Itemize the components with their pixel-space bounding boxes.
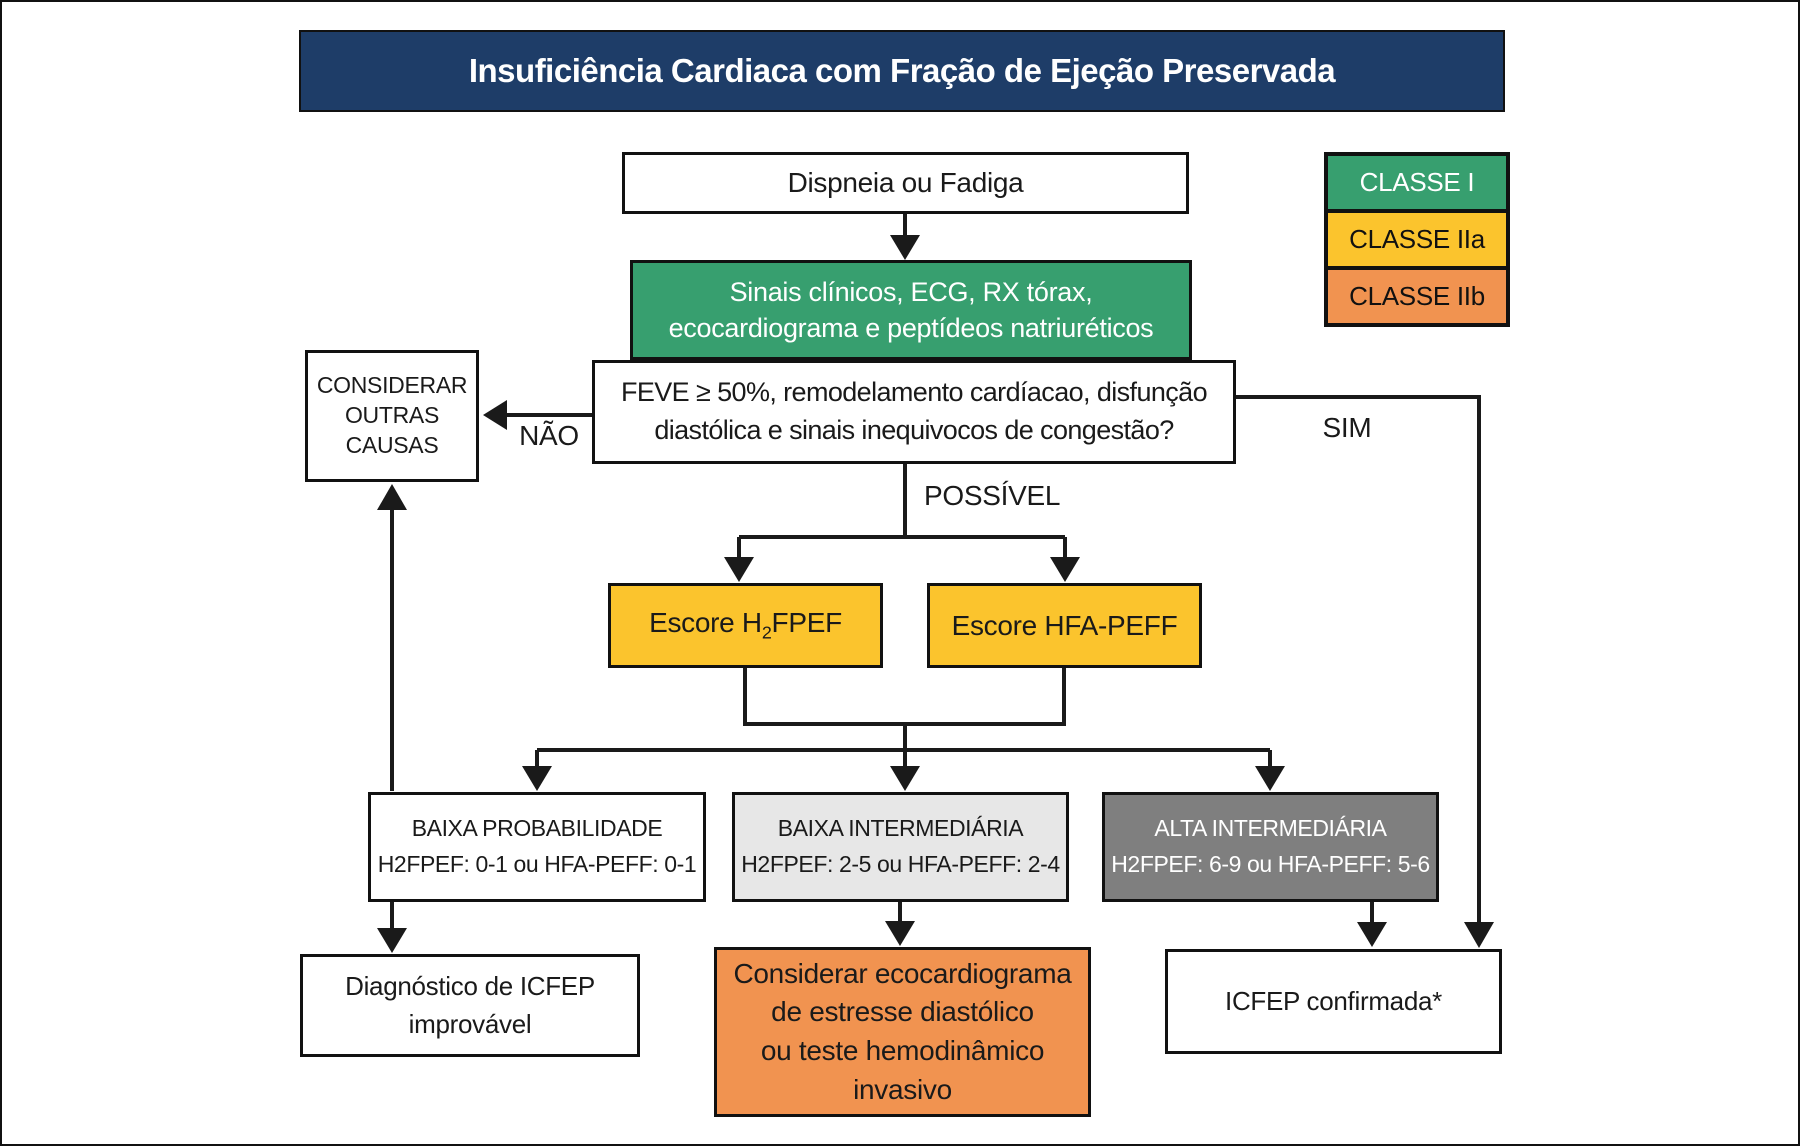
line-scores-merge-split	[535, 668, 1272, 767]
node-diagnostico-improvavel: Diagnóstico de ICFEP improvável	[300, 954, 640, 1057]
arrowhead-down-escore-h2fpef	[724, 557, 754, 582]
node-baixa-intermediaria: BAIXA INTERMEDIÁRIA H2FPEF: 2-5 ou HFA-P…	[732, 792, 1069, 902]
node-eco-line4: invasivo	[853, 1073, 952, 1105]
edge-label-possivel: POSSÍVEL	[924, 480, 1061, 511]
node-baixa-prob-line1: BAIXA PROBABILIDADE	[411, 815, 663, 842]
arrowhead-down-alta-inter	[1255, 766, 1285, 791]
node-baixa-inter-line2: H2FPEF: 2-5 ou HFA-PEFF: 2-4	[741, 851, 1060, 877]
legend-classe-i-label: CLASSE I	[1359, 167, 1475, 197]
legend-classe-iia-label: CLASSE IIa	[1349, 224, 1485, 254]
legend-classe-iib-label: CLASSE IIb	[1349, 281, 1485, 311]
legend-classe-iia: CLASSE IIa	[1328, 213, 1506, 266]
node-sinais-clinicos: Sinais clínicos, ECG, RX tórax, ecocardi…	[630, 260, 1192, 360]
edge-label-nao: NÃO	[519, 420, 579, 451]
node-considerar-line3: CAUSAS	[345, 431, 439, 458]
node-alta-inter-line2: H2FPEF: 6-9 ou HFA-PEFF: 5-6	[1111, 851, 1430, 877]
node-sinais-line1: Sinais clínicos, ECG, RX tórax,	[729, 276, 1093, 307]
node-escore-h2fpef: Escore H2FPEF	[608, 583, 883, 668]
page-title-text: Insuficiência Cardiaca com Fração de Eje…	[468, 52, 1336, 89]
node-feve-line1: FEVE ≥ 50%, remodelamento cardíacao, dis…	[620, 377, 1208, 408]
node-diagnostico-line1: Diagnóstico de ICFEP	[345, 970, 595, 1001]
node-feve-decision: FEVE ≥ 50%, remodelamento cardíacao, dis…	[592, 360, 1236, 464]
arrowhead-down-sinais	[890, 235, 920, 260]
node-sinais-line2: ecocardiograma e peptídeos natriuréticos	[668, 313, 1154, 343]
node-considerar-line2: OUTRAS	[344, 402, 440, 429]
node-dispneia-label: Dispneia ou Fadiga	[787, 167, 1024, 198]
node-eco-line1: Considerar ecocardiograma	[733, 957, 1072, 989]
arrowhead-down-baixa-inter	[890, 766, 920, 791]
node-baixa-inter-line1: BAIXA INTERMEDIÁRIA	[777, 815, 1024, 842]
node-feve-line2: diastólica e sinais inequivocos de conge…	[654, 415, 1174, 445]
node-dispneia-ou-fadiga: Dispneia ou Fadiga	[622, 152, 1189, 214]
node-icfep-label: ICFEP confirmada*	[1225, 986, 1442, 1016]
edge-label-sim: SIM	[1322, 412, 1372, 443]
node-considerar-ecocardiograma: Considerar ecocardiograma de estresse di…	[714, 947, 1091, 1117]
node-eco-line2: de estresse diastólico	[771, 996, 1034, 1028]
node-diagnostico-line2: improvável	[408, 1008, 532, 1039]
node-alta-inter-line1: ALTA INTERMEDIÁRIA	[1154, 815, 1387, 842]
arrowhead-down-eco	[885, 921, 915, 946]
node-baixa-probabilidade: BAIXA PROBABILIDADE H2FPEF: 0-1 ou HFA-P…	[368, 792, 706, 902]
arrowhead-down-icfep-from-sim	[1464, 922, 1494, 948]
arrowhead-down-icfep	[1357, 922, 1387, 947]
arrowhead-down-escore-hfa	[1050, 557, 1080, 582]
node-alta-intermediaria: ALTA INTERMEDIÁRIA H2FPEF: 6-9 ou HFA-PE…	[1102, 792, 1439, 902]
arrowhead-down-diagnostico	[377, 928, 407, 953]
node-escore-hfa-peff: Escore HFA-PEFF	[927, 583, 1202, 668]
arrowhead-up-considerar	[377, 484, 407, 510]
page-title: Insuficiência Cardiaca com Fração de Eje…	[299, 30, 1505, 112]
node-considerar-line1: CONSIDERAR	[316, 372, 468, 399]
node-eco-line3: ou teste hemodinâmico	[760, 1035, 1045, 1066]
node-icfep-confirmada: ICFEP confirmada*	[1165, 949, 1502, 1054]
node-escore-h2fpef-label: Escore H2FPEF	[649, 607, 842, 643]
legend-classe-iib: CLASSE IIb	[1328, 270, 1506, 323]
node-considerar-outras-causas: CONSIDERAR OUTRAS CAUSAS	[305, 350, 479, 482]
node-baixa-prob-line2: H2FPEF: 0-1 ou HFA-PEFF: 0-1	[377, 851, 697, 877]
node-escore-hfa-label: Escore HFA-PEFF	[951, 609, 1178, 641]
legend-classe-i: CLASSE I	[1328, 156, 1506, 209]
arrowhead-down-baixa-prob	[522, 766, 552, 791]
class-legend: CLASSE I CLASSE IIa CLASSE IIb	[1324, 152, 1510, 327]
